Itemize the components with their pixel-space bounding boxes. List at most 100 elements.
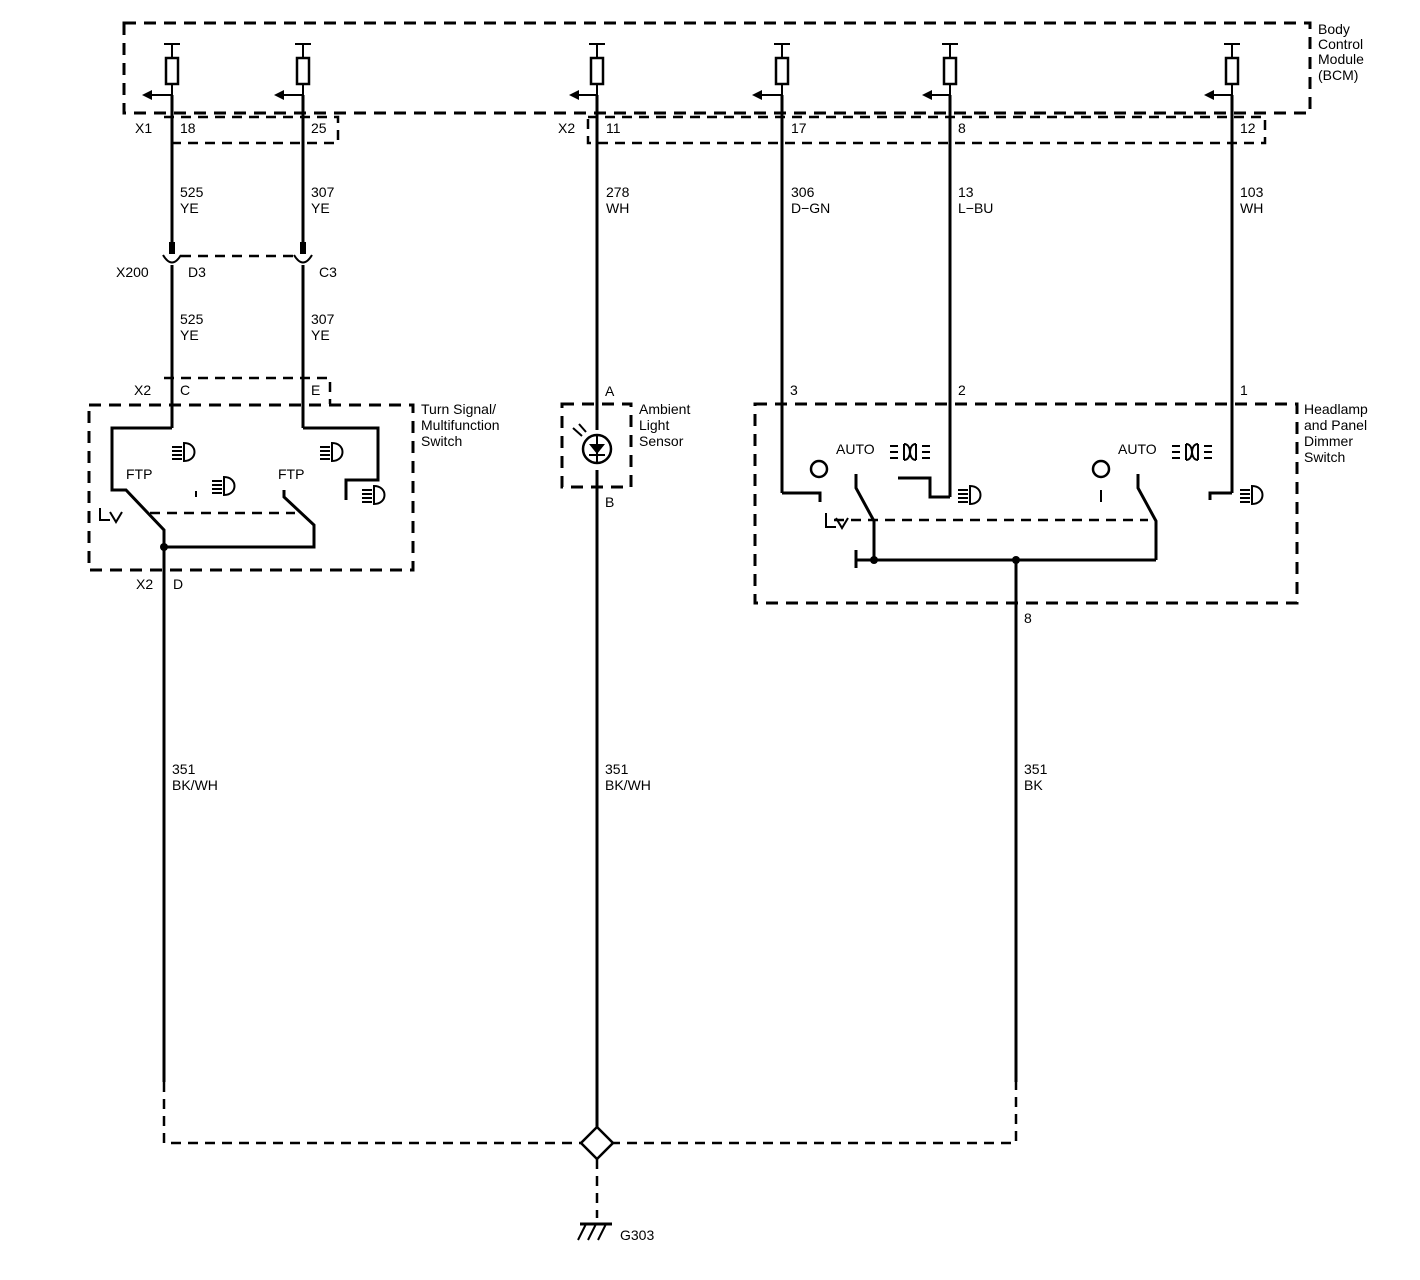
lever-icon [99, 508, 123, 524]
splice-icon [870, 556, 878, 564]
wire-label-525-bottom-number: 525 [180, 311, 204, 327]
bcm-outline [122, 21, 1312, 115]
wire-label-307-bottom-color: YE [311, 327, 330, 343]
wire-label-525-bottom-color: YE [180, 327, 199, 343]
wire-label-525-top-color: YE [180, 200, 199, 216]
headlamp-switch-auto-left: AUTO [836, 441, 875, 457]
ambient-sensor-pin-b: B [605, 494, 614, 510]
wire-label-351-right-color: BK [1024, 777, 1043, 793]
headlamp-icon [958, 484, 982, 506]
bcm-name-line-3: Module [1318, 51, 1364, 67]
turn-switch-name-line-2: Multifunction [421, 417, 500, 433]
turn-switch-ftp-right: FTP [278, 466, 304, 482]
bcm-pin-17: 17 [791, 120, 807, 136]
wire-label-13-color: L−BU [958, 200, 993, 216]
wire-label-351-right-number: 351 [1024, 761, 1048, 777]
fuse-icon [752, 43, 790, 100]
wire-label-307-top-color: YE [311, 200, 330, 216]
photo-diode-icon [572, 423, 613, 465]
headlamp-switch-name-line-1: Headlamp [1304, 401, 1368, 417]
fuse-icon [274, 43, 311, 100]
headlamp-switch-name-line-2: and Panel [1304, 417, 1367, 433]
turn-switch-pin-c: C [180, 382, 190, 398]
x200-pin-d3: D3 [188, 264, 206, 280]
lever-icon [825, 513, 849, 530]
turn-signal-switch: X2 C E Turn Signal/ Multifunction Switch… [87, 376, 500, 592]
splice-icon [579, 1125, 615, 1161]
headlamp-icon [320, 441, 344, 463]
wire-label-307-bottom-number: 307 [311, 311, 335, 327]
bcm-connector-x1: X1 [135, 120, 152, 136]
ambient-sensor-outline [560, 402, 633, 489]
bcm-connector-x2: X2 [558, 120, 575, 136]
splice-icon [1012, 556, 1020, 564]
off-icon [1091, 459, 1111, 479]
turn-switch-pin-d: D [173, 576, 183, 592]
bcm-connector-x1-outline [164, 115, 340, 145]
turn-switch-connector-top [164, 376, 332, 404]
wire-label-13-number: 13 [958, 184, 974, 200]
headlamp-switch-outline [753, 402, 1299, 605]
headlamp-icon [172, 441, 196, 463]
fuse-icon [569, 43, 605, 100]
bcm-name-line-4: (BCM) [1318, 67, 1358, 83]
x200-pin-c3: C3 [319, 264, 337, 280]
headlamp-icon [212, 475, 236, 497]
wire-label-306-color: D−GN [791, 200, 830, 216]
ambient-sensor-pin-a: A [605, 383, 615, 399]
wire-label-351-mid-color: BK/WH [605, 777, 651, 793]
bcm-pin-11: 11 [606, 120, 621, 136]
ambient-sensor-name-line-3: Sensor [639, 433, 684, 449]
headlamp-icon [362, 484, 386, 506]
headlamp-switch-auto-right: AUTO [1118, 441, 1157, 457]
wire-label-351-left-color: BK/WH [172, 777, 218, 793]
splice-icon [160, 543, 168, 551]
wire-label-525-top-number: 525 [180, 184, 204, 200]
headlamp-switch: Headlamp and Panel Dimmer Switch 3 2 1 8… [753, 382, 1368, 626]
bcm-pin-18: 18 [180, 120, 196, 136]
bcm-pin-8: 8 [958, 120, 966, 136]
wire-label-278-number: 278 [606, 184, 630, 200]
fuse-icon [142, 43, 180, 100]
turn-switch-connector-bottom-label: X2 [136, 576, 153, 592]
headlamp-switch-pin-3: 3 [790, 382, 798, 398]
ambient-sensor-name-line-1: Ambient [639, 401, 690, 417]
turn-switch-connector-top-label: X2 [134, 382, 151, 398]
parklamp-icon [1172, 443, 1212, 461]
headlamp-switch-pin-8: 8 [1024, 610, 1032, 626]
fuse-icon [922, 43, 958, 100]
headlamp-switch-pin-1: 1 [1240, 382, 1248, 398]
wire-label-278-color: WH [606, 200, 629, 216]
turn-switch-ftp-left: FTP [126, 466, 152, 482]
ground-label: G303 [620, 1227, 654, 1243]
headlamp-switch-pin-2: 2 [958, 382, 966, 398]
x200-connector: X200 D3 C3 [116, 242, 337, 280]
wire-label-103-color: WH [1240, 200, 1263, 216]
wire-label-306-number: 306 [791, 184, 815, 200]
headlamp-icon [1240, 484, 1264, 506]
bcm-name-line-1: Body [1318, 21, 1350, 37]
bcm-name-line-2: Control [1318, 36, 1363, 52]
wire-label-351-mid-number: 351 [605, 761, 629, 777]
bcm-pin-25: 25 [311, 120, 327, 136]
turn-switch-name-line-3: Switch [421, 433, 462, 449]
bcm-connector-x2-outline [586, 115, 1267, 145]
wire-label-103-number: 103 [1240, 184, 1264, 200]
ground-bus: G303 [162, 1082, 1018, 1243]
wire-label-351-left-number: 351 [172, 761, 196, 777]
ambient-light-sensor: A B Ambient Light Sensor [560, 383, 690, 510]
fuse-icon [1204, 43, 1240, 100]
ground-icon [577, 1222, 612, 1241]
ambient-sensor-name-line-2: Light [639, 417, 669, 433]
turn-switch-name-line-1: Turn Signal/ [421, 401, 496, 417]
parklamp-icon [890, 443, 930, 461]
off-icon [809, 459, 829, 479]
bcm-module: Body Control Module (BCM) X1 X2 18 25 11… [122, 21, 1364, 145]
wire-label-307-top-number: 307 [311, 184, 335, 200]
headlamp-switch-name-line-4: Switch [1304, 449, 1345, 465]
headlamp-switch-name-line-3: Dimmer [1304, 433, 1353, 449]
x200-name: X200 [116, 264, 149, 280]
turn-switch-outline [87, 403, 415, 572]
bcm-pin-12: 12 [1240, 120, 1256, 136]
